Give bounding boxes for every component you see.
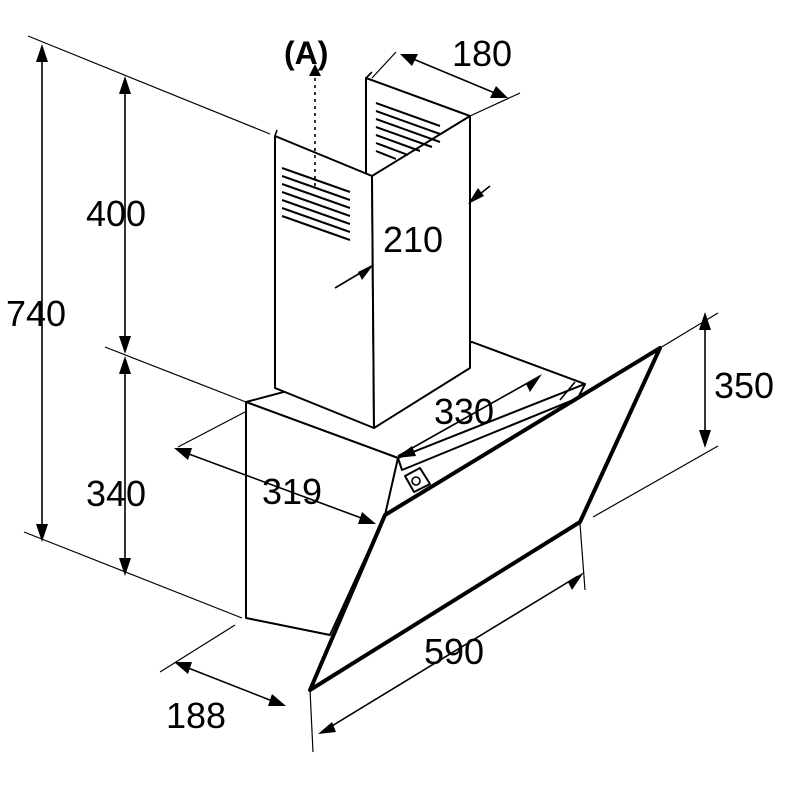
dim-340: 340 <box>86 356 146 576</box>
dim-188-label: 188 <box>166 695 226 736</box>
extension-lines <box>23 35 719 753</box>
dim-319-label: 319 <box>262 471 322 512</box>
dim-210: 210 <box>334 185 491 289</box>
hinge-bracket <box>397 381 586 493</box>
chimney-right-face <box>371 115 471 429</box>
dim-340-label: 340 <box>86 473 146 514</box>
dim-590: 590 <box>318 572 584 734</box>
glass-panel <box>308 346 662 692</box>
dim-350: 350 <box>699 312 774 448</box>
dim-400: 400 <box>86 76 146 354</box>
dim-210-label: 210 <box>383 219 443 260</box>
dim-330: 330 <box>396 374 542 458</box>
dim-180: 180 <box>400 33 512 98</box>
dim-330-label: 330 <box>434 391 494 432</box>
dim-400-label: 400 <box>86 193 146 234</box>
chimney-front-vent <box>281 167 351 241</box>
dim-188: 188 <box>166 662 286 736</box>
chimney-back-vent <box>375 102 441 160</box>
dim-350-label: 350 <box>714 365 774 406</box>
callout-a: (A) <box>284 35 328 186</box>
dim-180-label: 180 <box>452 33 512 74</box>
chimney <box>274 71 471 429</box>
dim-740-label: 740 <box>6 293 66 334</box>
callout-label: (A) <box>284 35 328 71</box>
dim-590-label: 590 <box>424 631 484 672</box>
dim-319: 319 <box>174 448 376 524</box>
dim-740: 740 <box>6 44 66 542</box>
